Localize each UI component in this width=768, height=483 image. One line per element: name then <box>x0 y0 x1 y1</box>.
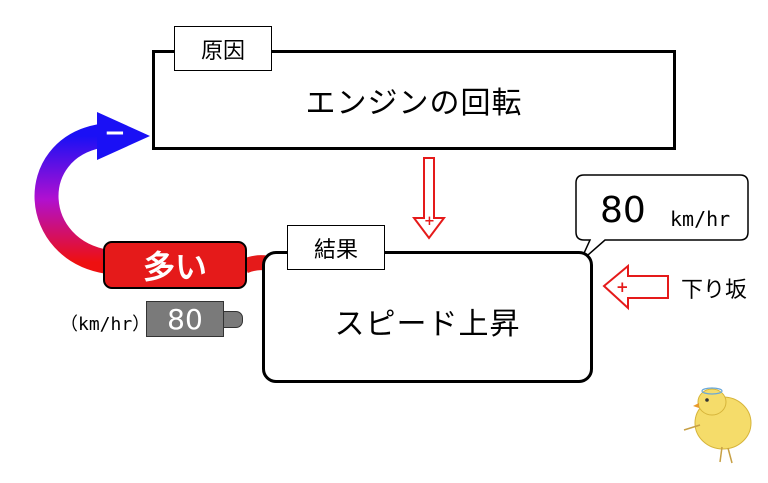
feedback-sign: − <box>104 118 126 148</box>
downhill-label: 下り坂 <box>681 278 748 303</box>
effect-tag: 結果 <box>287 225 385 270</box>
right-arrow-icon <box>602 263 669 311</box>
effect-box: スピード上昇 <box>262 251 593 383</box>
effect-text: スピード上昇 <box>334 307 521 342</box>
downhill-sign: + <box>616 278 629 296</box>
chick-icon <box>683 387 752 464</box>
cause-tag: 原因 <box>174 26 272 71</box>
speed-value: 80 <box>600 190 646 231</box>
cause-text: エンジンの回転 <box>305 86 523 121</box>
gauge-display: 80 <box>146 301 224 337</box>
gauge-value: 80 <box>167 302 203 336</box>
many-label-box: 多い <box>103 241 247 289</box>
many-label: 多い <box>142 248 207 286</box>
gauge-unit: （km/hr） <box>60 314 151 335</box>
cause-to-effect-sign: + <box>424 214 435 229</box>
cause-to-effect-arrow <box>412 157 446 240</box>
speed-bubble-shape <box>575 174 749 263</box>
gauge-nub <box>223 311 243 328</box>
speed-unit: km/hr <box>670 207 731 231</box>
feedback-arc-arrow <box>34 112 150 274</box>
